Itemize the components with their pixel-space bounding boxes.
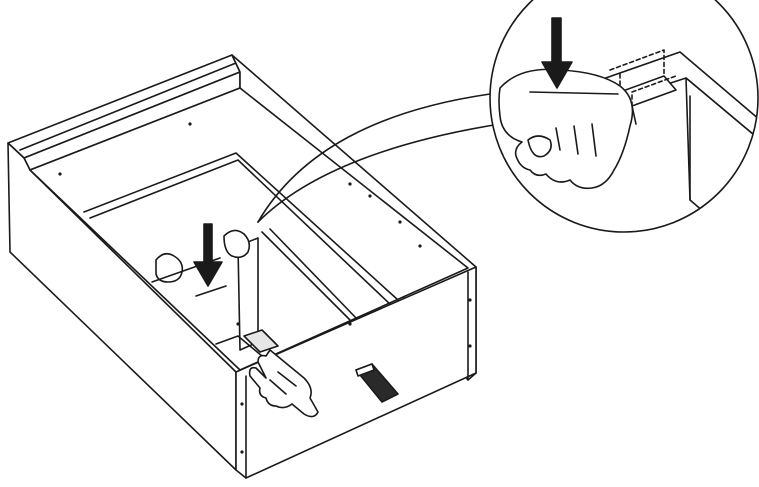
wedge-block-icon — [355, 363, 399, 403]
screw-holes — [58, 122, 472, 454]
partition-rail-low — [89, 159, 393, 307]
back-rail-groove — [19, 62, 237, 151]
cabinet-box — [7, 54, 477, 479]
inner-floor — [29, 87, 469, 371]
divider-base — [243, 329, 279, 353]
hand-press-icon — [498, 68, 634, 190]
partition-rail-top — [83, 152, 399, 301]
down-arrow-icon — [193, 223, 223, 287]
hands-icon — [151, 229, 251, 297]
callout-line-lower — [257, 123, 501, 223]
center-rail-2 — [269, 228, 359, 321]
callout-line-upper — [257, 93, 491, 223]
down-arrow-icon — [541, 17, 573, 89]
detail-zoom-circle — [489, 0, 759, 233]
floor-slot — [215, 335, 263, 357]
center-rail — [261, 231, 353, 323]
pointing-hand-icon — [248, 349, 319, 418]
